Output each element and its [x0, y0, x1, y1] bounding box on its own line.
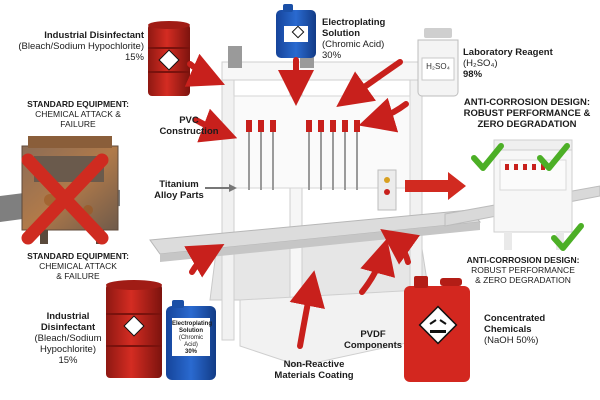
bottom-disinfectant-pct: 15% — [58, 354, 78, 366]
top-electroplating-detail: (Chromic Acid) — [322, 38, 385, 50]
titanium-line1: Titanium — [159, 179, 199, 190]
bottom-disinfectant-title2: Disinfectant — [40, 321, 96, 333]
reagent-bottle — [417, 28, 459, 97]
pvc-line2: Construction — [159, 125, 219, 137]
jerrycan-label-line4: 30% — [184, 348, 197, 355]
top-electroplating-title: Electroplating Solution — [322, 17, 386, 39]
pvdf-callout: PVDF Components — [338, 329, 408, 352]
top-electroplating-label: Electroplating Solution (Chromic Acid) 3… — [322, 17, 422, 62]
pvc-callout: PVC Construction — [154, 115, 224, 138]
bottle-label-text: H₂SO₄ — [426, 62, 450, 71]
jerrycan-label-line2: Solution — [179, 327, 203, 334]
hazard-diamond-icon — [158, 49, 180, 71]
left-top-title: STANDARD EQUIPMENT: — [27, 99, 129, 109]
pvdf-line2: Components — [343, 339, 403, 351]
bottom-disinfectant-detail2: Hypochlorite) — [40, 343, 96, 355]
top-electroplating-pct: 30% — [322, 49, 342, 61]
top-disinfectant-detail: (Bleach/Sodium Hypochlorite) — [18, 40, 144, 52]
clean-machine — [444, 139, 600, 250]
jerrycan-label-line1: Electroplating — [172, 321, 213, 327]
right-top-line1: ANTI-CORROSION DESIGN: — [463, 97, 591, 108]
left-bottom-warning: STANDARD EQUIPMENT: CHEMICAL ATTACK & FA… — [4, 251, 152, 281]
bottom-right-detail: (NaOH 50%) — [484, 334, 539, 346]
left-bottom-line1: CHEMICAL ATTACK — [39, 260, 117, 271]
top-reagent-title: Laboratory Reagent — [463, 47, 553, 58]
right-top-line2: ROBUST PERFORMANCE & — [463, 107, 591, 119]
top-reagent-label: Laboratory Reagent (H₂SO₄) 98% — [463, 47, 563, 81]
checkmark-icon — [471, 143, 504, 171]
blue-jerrycan-top — [276, 4, 316, 58]
corrosive-hazard-icon — [418, 305, 458, 345]
left-top-line2: FAILURE — [60, 118, 96, 129]
coating-line1: Non-Reactive — [283, 359, 345, 370]
bottom-disinfectant-detail1: (Bleach/Sodium — [34, 332, 102, 344]
right-bottom-line2: & ZERO DEGRADATION — [475, 274, 571, 285]
pvdf-line1: PVDF — [360, 329, 386, 340]
red-drum-bottom — [106, 280, 162, 378]
main-filling-machine — [149, 46, 481, 367]
right-top-line3: ZERO DEGRADATION — [477, 118, 577, 130]
right-bottom-line1: ROBUST PERFORMANCE — [471, 264, 575, 275]
titanium-callout: Titanium Alloy Parts — [150, 179, 208, 202]
right-bottom-title: ANTI-CORROSION DESIGN: — [466, 255, 580, 265]
bottom-right-title2: Chemicals — [484, 323, 532, 335]
bottom-disinfectant-title1: Industrial — [46, 311, 90, 322]
hazard-diamond-icon — [123, 315, 145, 337]
top-disinfectant-pct: 15% — [124, 51, 144, 63]
titanium-line2: Alloy Parts — [154, 189, 204, 201]
red-drum-top — [148, 21, 190, 96]
jerrycan-label-line3: (Chromic Acid) — [178, 334, 204, 348]
left-bottom-line2: & FAILURE — [56, 270, 100, 281]
big-arrow-right-icon — [405, 172, 466, 200]
bottom-disinfectant-label: Industrial Disinfectant (Bleach/Sodium H… — [30, 311, 106, 367]
arrow-icon — [205, 184, 237, 192]
callout-arrows — [184, 53, 420, 349]
right-bottom-benefit: ANTI-CORROSION DESIGN: ROBUST PERFORMANC… — [450, 255, 596, 285]
left-top-warning: STANDARD EQUIPMENT: CHEMICAL ATTACK & FA… — [4, 99, 152, 129]
checkmark-icon — [537, 143, 570, 171]
coating-line2: Materials Coating — [274, 369, 354, 381]
red-jerrycan — [404, 276, 470, 382]
jerrycan-label: Electroplating Solution (Chromic Acid) 3… — [172, 321, 213, 355]
top-reagent-formula: (H₂SO₄) — [463, 57, 498, 69]
left-bottom-title: STANDARD EQUIPMENT: — [27, 251, 129, 261]
bottom-right-label: Concentrated Chemicals (NaOH 50%) — [484, 313, 584, 347]
left-top-line1: CHEMICAL ATTACK & — [35, 108, 121, 119]
pvc-line1: PVC — [179, 115, 199, 126]
filling-nozzles — [246, 120, 360, 190]
cross-icon — [21, 153, 109, 245]
top-disinfectant-label: Industrial Disinfectant (Bleach/Sodium H… — [18, 30, 144, 64]
top-reagent-pct: 98% — [463, 68, 483, 80]
checkmark-icon — [551, 223, 584, 251]
right-top-benefit: ANTI-CORROSION DESIGN: ROBUST PERFORMANC… — [454, 97, 600, 131]
top-disinfectant-title: Industrial Disinfectant — [44, 30, 144, 41]
coating-callout: Non-Reactive Materials Coating — [268, 359, 360, 382]
bottom-right-title1: Concentrated — [484, 313, 546, 324]
blue-jerrycan-bottom — [166, 300, 216, 380]
